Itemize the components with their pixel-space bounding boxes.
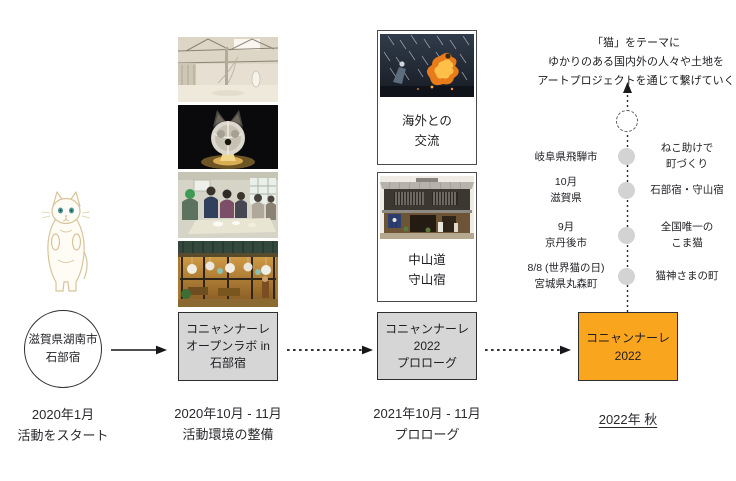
milestone-1-theme: ねこ助けで 町づくり <box>660 142 714 170</box>
start-node-line1: 滋賀県湖南市 <box>28 334 98 346</box>
arrow-right-icon <box>111 345 167 355</box>
dashed-arrow-right-icon <box>485 345 571 355</box>
phase2-box: コニャンナーレ 2022 プロローグ <box>377 312 477 380</box>
milestone-4-theme: 猫神さまの町 <box>655 270 719 282</box>
photo-cat-face-lantern <box>178 105 278 169</box>
phase3-box: コニャンナーレ 2022 <box>578 312 678 381</box>
standing-cat-illustration <box>41 191 91 292</box>
prologue-card-nakasendo-label: 中山道 守山宿 <box>408 253 446 287</box>
start-node: 滋賀県湖南市 石部宿 <box>24 310 102 388</box>
timeline-dot-4 <box>618 268 635 285</box>
milestone-2-place: 10月 滋賀県 <box>550 176 582 204</box>
milestone-3-place: 9月 京丹後市 <box>545 221 587 249</box>
start-caption: 2020年1月 活動をスタート <box>17 407 109 443</box>
dashed-arrow-right-icon <box>287 345 373 355</box>
mission-statement: 「猫」をテーマに ゆかりのある国内外の人々や土地を アートプロジェクトを通じて繋… <box>537 37 735 87</box>
milestone-2-theme: 石部宿・守山宿 <box>650 184 724 196</box>
prologue-card-overseas-label: 海外との 交流 <box>402 113 452 148</box>
timeline-dot-2 <box>618 182 635 199</box>
timeline-dot-3 <box>618 227 635 244</box>
timeline-open-circle <box>616 110 638 132</box>
photo-fire-performance <box>380 34 474 97</box>
phase2-caption: 2021年10月 - 11月 プロローグ <box>373 406 481 442</box>
prologue-card-overseas: 海外との 交流 <box>377 30 477 165</box>
phase3-caption: 2022年 秋 <box>598 412 658 427</box>
phase1-caption: 2020年10月 - 11月 活動環境の整備 <box>174 406 282 442</box>
photo-storefront-night <box>178 241 278 307</box>
milestone-4-place: 8/8 (世界猫の日) 宮城県丸森町 <box>527 262 605 290</box>
photo-nakasendo-machiya <box>380 176 474 239</box>
milestone-1-place: 岐阜県飛騨市 <box>534 151 598 163</box>
timeline-dot-1 <box>618 148 635 165</box>
photo-craft-workshop <box>178 172 278 238</box>
photo-open-lab-interior <box>178 37 278 102</box>
milestone-3-theme: 全国唯一の こま猫 <box>660 221 714 249</box>
prologue-card-nakasendo: 中山道 守山宿 <box>377 172 477 302</box>
phase1-box: コニャンナーレ オープンラボ in 石部宿 <box>178 312 278 381</box>
start-node-line2: 石部宿 <box>45 352 81 364</box>
